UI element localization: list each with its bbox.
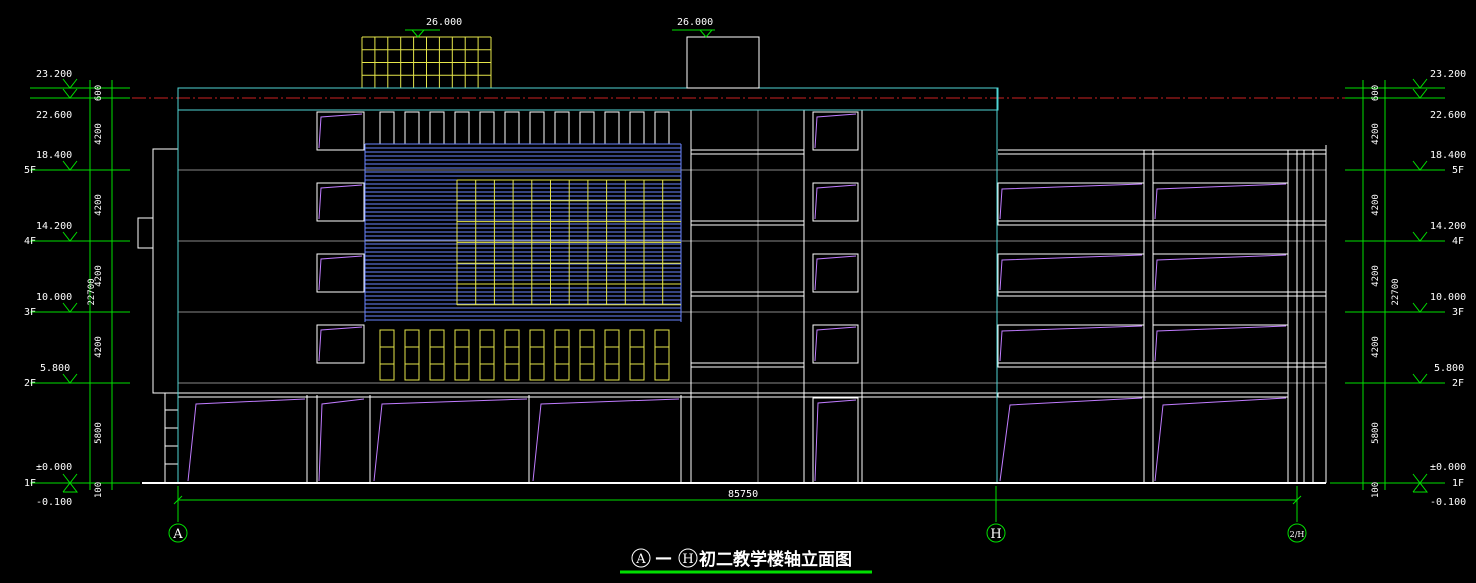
elev-right-7: -0.100 [1430,497,1466,508]
facade-fins [379,111,670,145]
drawing-title: A — H 初二教学楼轴立面图 [620,548,872,574]
total-length: 85750 [728,489,758,500]
vertical-dims-left: 600 4200 4200 4200 4200 5800 100 22700 [87,85,104,498]
page-title: 初二教学楼轴立面图 [699,549,852,570]
title-axis-to: H [682,552,693,567]
windows-right [997,182,1289,364]
vdim-right-5: 5800 [1371,422,1381,444]
stair-tower [686,36,760,89]
right-block [997,145,1327,483]
entrance-steps [164,392,179,484]
elev-left-0: 23.200 [36,69,72,80]
axis-label-middle: H [990,527,1001,542]
vdim-left-4: 4200 [94,336,104,358]
floor-left-4: 3F [24,307,36,318]
elev-right-4: 10.000 [1430,292,1466,303]
top-mark-left: 26.000 [426,17,462,28]
curtain-wall-lower [379,329,670,381]
axis-label-right: 2/H [1290,530,1305,539]
elev-left-7: -0.100 [36,497,72,508]
title-axis-from: A [635,552,646,567]
elev-right-1: 22.600 [1430,110,1466,121]
floor-right-4: 3F [1452,307,1464,318]
roof-curtain-wall [361,36,492,89]
annex-canopy [137,217,154,249]
side-annex [152,148,179,394]
window-glazing-left [187,113,857,482]
vdim-left-3: 4200 [94,265,104,287]
floor-left-5: 2F [24,378,36,389]
vdim-left-6: 100 [94,482,104,498]
vdim-left-5: 5800 [94,422,104,444]
floor-right-2: 5F [1452,165,1464,176]
vdim-right-0: 600 [1371,85,1381,101]
windows-left [316,111,859,484]
top-mark-right: 26.000 [677,17,713,28]
elev-left-6: ±0.000 [36,462,72,473]
dimension-lines [60,80,1420,522]
elev-left-4: 10.000 [36,292,72,303]
curtain-wall [456,179,681,306]
axis-label-left: A [172,527,183,542]
elevation-marks-right [1388,78,1445,493]
parapet [177,87,999,111]
elev-right-6: ±0.000 [1430,462,1466,473]
elev-right-3: 14.200 [1430,221,1466,232]
vdim-left-2: 4200 [94,194,104,216]
floor-right-5: 2F [1452,378,1464,389]
vertical-dims-right: 600 4200 4200 4200 4200 5800 100 22700 [1371,85,1401,498]
floor-left-6: 1F [24,478,36,489]
floor-left-2: 5F [24,165,36,176]
floor-right-3: 4F [1452,236,1464,247]
elevation-marks-left [30,78,88,493]
louver-panel [364,143,682,322]
elev-left-3: 14.200 [36,221,72,232]
vdim-right-4: 4200 [1371,336,1381,358]
vdim-right-6: 100 [1371,482,1381,498]
floor-right-6: 1F [1452,478,1464,489]
elev-right-0: 23.200 [1430,69,1466,80]
axis-bubbles: A H 2/H [168,523,1307,543]
window-glazing-right [999,183,1287,482]
elevation-labels-right: 23.200 22.600 18.400 5F 14.200 4F 10.000… [1430,69,1466,508]
vdim-left-1: 4200 [94,123,104,145]
vdim-right-2: 4200 [1371,194,1381,216]
top-elevation-marks [405,29,715,38]
vdim-left-0: 600 [94,85,104,101]
vdim-right-3: 4200 [1371,265,1381,287]
elev-left-2: 18.400 [36,150,72,161]
elev-right-2: 18.400 [1430,150,1466,161]
overall-height-left: 22700 [87,278,97,305]
elevation-labels-left: 23.200 22.600 18.400 5F 14.200 4F 10.000… [24,69,72,508]
floor-left-3: 4F [24,236,36,247]
title-sep: — [655,548,672,568]
elev-left-1: 22.600 [36,110,72,121]
vdim-right-1: 4200 [1371,123,1381,145]
elev-left-5: 5.800 [40,363,70,374]
overall-height-right: 22700 [1391,278,1401,305]
elev-right-5: 5.800 [1434,363,1464,374]
